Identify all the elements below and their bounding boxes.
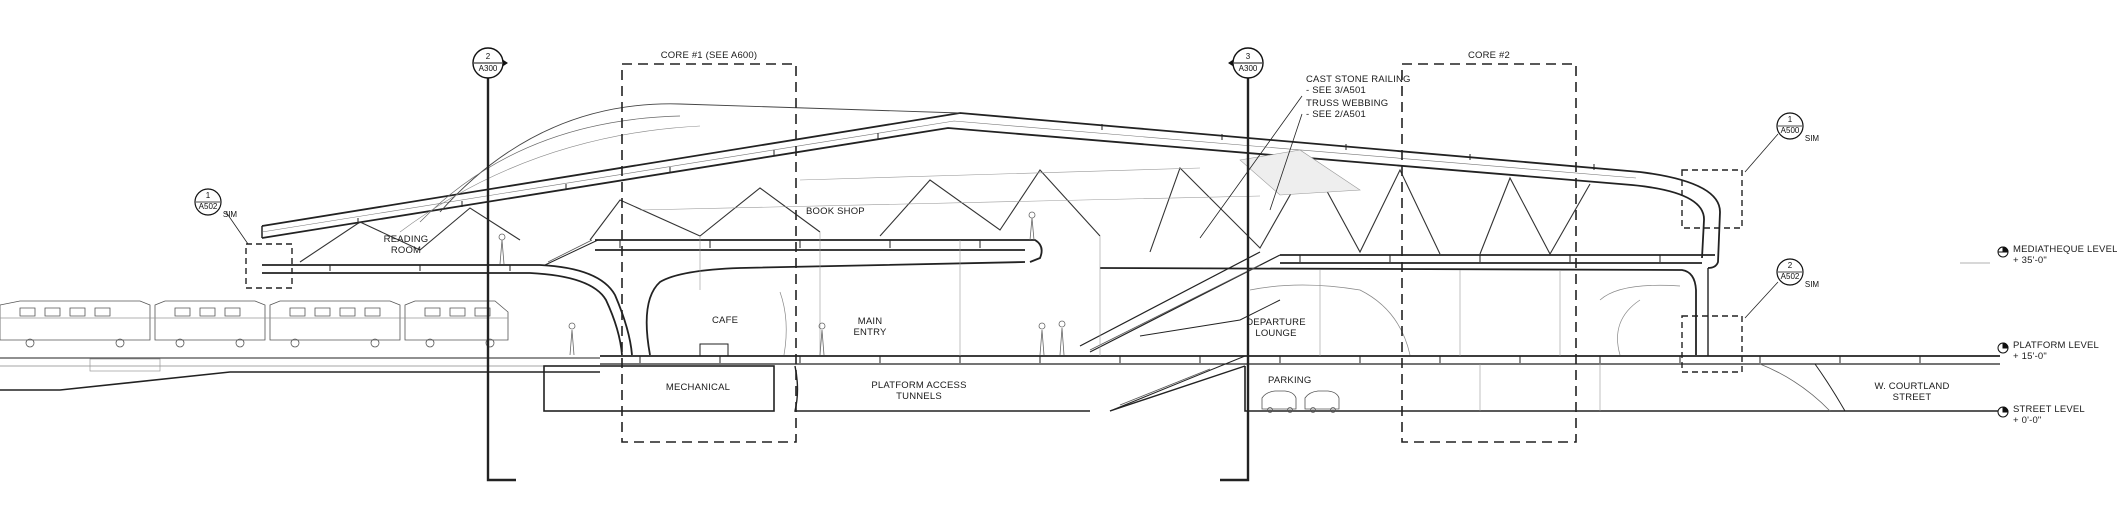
roof-upper — [261, 112, 1721, 269]
note-railing-ref: - SEE 3/A501 — [1306, 85, 1366, 96]
room-departure: DEPARTURE — [1246, 317, 1306, 328]
reading-room-floor — [262, 264, 633, 356]
note-truss-ref: - SEE 2/A501 — [1306, 109, 1366, 120]
section-marker-3 — [1228, 47, 1264, 79]
room-mechanical: MECHANICAL — [665, 382, 731, 393]
room-reading: READING — [383, 234, 429, 245]
roof-truss — [299, 158, 1591, 263]
floor-tick-marks — [329, 124, 1921, 363]
core-1-outline — [621, 63, 797, 443]
section-3-number: 3 — [1245, 52, 1251, 61]
detail-2-number: 1 — [1787, 115, 1793, 124]
note-truss: TRUSS WEBBING — [1306, 98, 1389, 109]
room-book-shop: BOOK SHOP — [806, 206, 865, 217]
room-parking: PARKING — [1268, 375, 1312, 386]
detail-box-a502-left — [245, 243, 293, 289]
level-mediatheque-name: MEDIATHEQUE LEVEL 01 — [2013, 244, 2117, 255]
book-shop-floor — [595, 239, 1043, 263]
room-main-entry: MAIN — [857, 316, 883, 327]
section-cut-2-line — [486, 77, 516, 482]
section-2-sheet: A300 — [478, 64, 498, 73]
roof-lower — [261, 127, 1705, 259]
ground-line — [0, 371, 600, 391]
section-marker-2 — [472, 47, 508, 79]
level-marker-symbols — [1997, 246, 2009, 418]
mechanical-room — [543, 365, 775, 412]
level-platform-elev: + 15'-0" — [2013, 351, 2047, 362]
section-3-sheet: A300 — [1238, 64, 1258, 73]
level-street-elev: + 0'-0" — [2013, 415, 2042, 426]
section-2-number: 2 — [485, 52, 491, 61]
street-name: W. COURTLAND — [1874, 381, 1950, 392]
detail-3-note: SIM — [1804, 280, 1820, 289]
room-departure-2: LOUNGE — [1255, 328, 1297, 339]
detail-2-sheet: A500 — [1780, 126, 1800, 135]
detail-2-note: SIM — [1804, 134, 1820, 143]
room-tunnels-2: TUNNELS — [896, 391, 942, 402]
room-main-entry-2: ENTRY — [853, 327, 887, 338]
detail-3-sheet: A502 — [1780, 272, 1800, 281]
level-mediatheque-elev: + 35'-0" — [2013, 255, 2047, 266]
section-cut-3-line — [1220, 77, 1250, 482]
detail-box-a502-right — [1681, 315, 1743, 373]
cafe-counter — [699, 343, 729, 357]
level-platform-name: PLATFORM LEVEL — [2013, 340, 2100, 351]
detail-3-number: 2 — [1787, 261, 1793, 270]
detail-1-sheet: A502 — [198, 202, 218, 211]
detail-1-number: 1 — [205, 191, 211, 200]
detail-box-a500 — [1681, 169, 1743, 229]
room-reading-2: ROOM — [390, 245, 422, 256]
room-tunnels: PLATFORM ACCESS — [871, 380, 967, 391]
core-2-outline — [1401, 63, 1577, 443]
parked-cars — [1261, 390, 1340, 413]
core-2-label: CORE #2 — [1467, 50, 1511, 61]
detail-1-note: SIM — [222, 210, 238, 219]
street-name-2: STREET — [1892, 392, 1932, 403]
people-figures — [498, 211, 1066, 356]
level-street-name: STREET LEVEL — [2013, 404, 2085, 415]
core-1-label: CORE #1 (SEE A600) — [660, 50, 758, 61]
note-railing: CAST STONE RAILING — [1306, 74, 1411, 85]
train-graphic — [0, 300, 509, 348]
room-cafe: CAFE — [712, 315, 739, 326]
